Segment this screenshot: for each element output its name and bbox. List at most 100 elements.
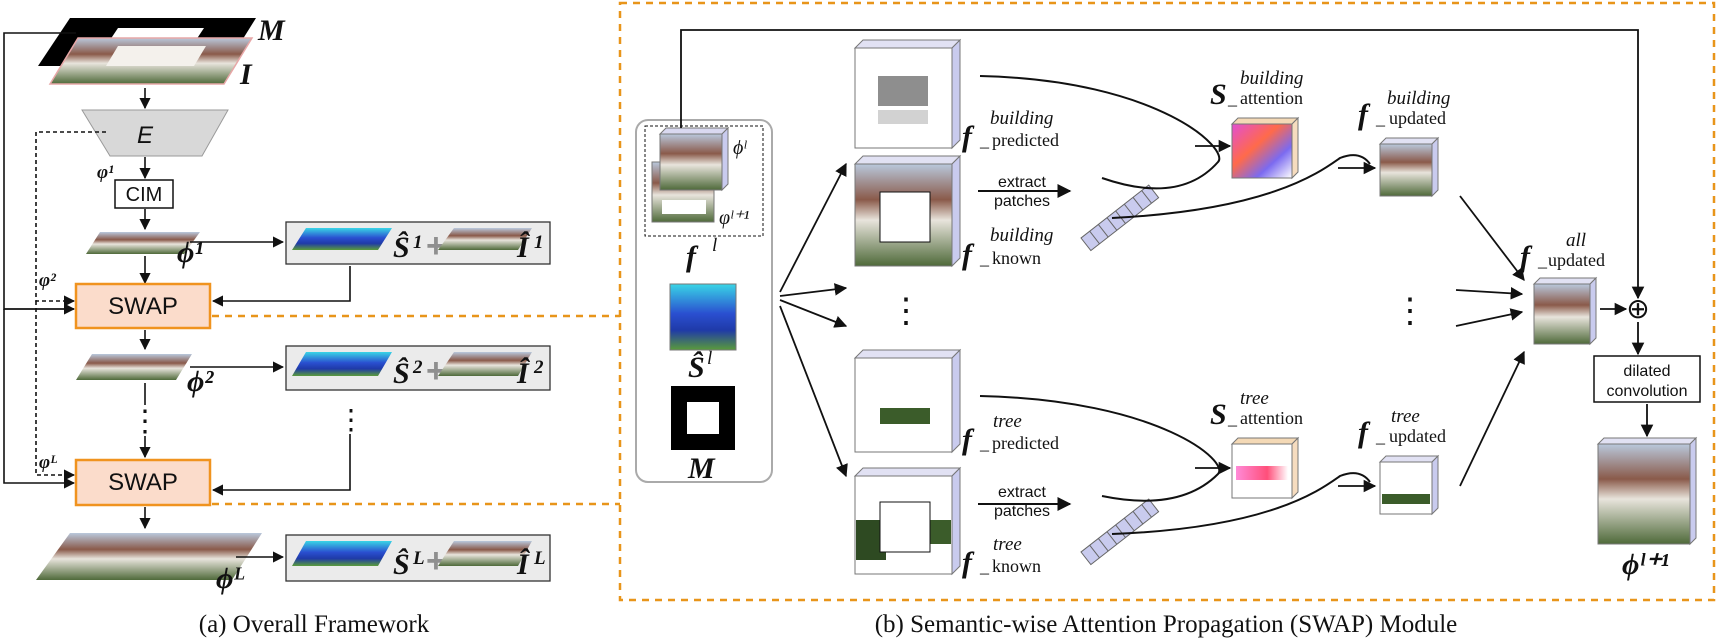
caption-left: (a) Overall Framework	[199, 611, 430, 638]
cim-label: CIM	[126, 184, 163, 206]
mask-label: M	[257, 14, 286, 47]
svg-text:_: _	[1375, 426, 1386, 446]
patches-label-1: patches	[994, 193, 1050, 210]
f-all-updated: f	[1520, 240, 1533, 273]
svg-text:1: 1	[534, 232, 544, 253]
tree-attention-cube	[1230, 436, 1300, 500]
phi-2-feature	[76, 354, 192, 380]
svg-text:2: 2	[412, 357, 423, 378]
arrow-mid2-to-all	[1455, 308, 1524, 327]
svg-text:_: _	[1227, 408, 1238, 428]
curve-tree-patches	[1111, 472, 1371, 535]
svg-text:_: _	[1537, 250, 1548, 270]
swap-L-label: SWAP	[108, 469, 178, 496]
svg-text:attention: attention	[1240, 408, 1303, 428]
svg-text:Ŝ: Ŝ	[393, 231, 410, 264]
s-building-attention: S	[1210, 78, 1227, 111]
dilated-conv-block	[1593, 355, 1701, 403]
s-hat-l-sup: l	[707, 348, 712, 369]
svg-text:_: _	[979, 556, 990, 576]
tree-known-cube	[853, 466, 962, 576]
phi-1-feature	[86, 232, 200, 254]
skip-line-swapL	[3, 309, 76, 489]
output-cube	[1596, 436, 1698, 546]
f-building-predicted: f	[962, 120, 975, 153]
svg-text:predicted: predicted	[992, 130, 1059, 150]
svg-text:updated: updated	[1389, 108, 1446, 128]
svg-text:_: _	[979, 248, 990, 268]
arrow-building-to-all	[1459, 195, 1525, 282]
f-tree-predicted: f	[962, 423, 975, 456]
svg-text:tree: tree	[993, 534, 1022, 555]
svg-text:_: _	[1227, 88, 1238, 108]
encoder-label: E	[137, 122, 154, 149]
curve-building-predicted	[979, 75, 1221, 190]
building-updated-cube	[1378, 136, 1440, 198]
svg-text:Ŝ: Ŝ	[393, 548, 410, 581]
skip-top-line	[680, 29, 1645, 300]
semantic-map	[669, 283, 737, 351]
svg-text:Ŝ: Ŝ	[393, 357, 410, 390]
svg-text:attention: attention	[1240, 88, 1303, 108]
svg-text:building: building	[1240, 68, 1303, 89]
varphi-1-label: φ¹	[97, 162, 114, 183]
dilated-label: dilated	[1623, 363, 1670, 380]
varphi-2-label: φ²	[39, 270, 57, 291]
vdots-mid-1: ⋮	[889, 293, 923, 330]
curve-building-patches	[1111, 154, 1371, 219]
phi-l-cube	[658, 126, 730, 192]
m-label: M	[687, 452, 716, 485]
overall-framework: M I E CIM φ¹ ϕ¹ Ŝ 1 + Î	[3, 14, 620, 595]
f-tree-updated: f	[1358, 416, 1371, 449]
svg-text:known: known	[992, 248, 1041, 268]
cim-block	[114, 179, 174, 209]
swap-block-L	[74, 458, 212, 507]
svg-text:1: 1	[413, 232, 423, 253]
svg-text:_: _	[979, 130, 990, 150]
dashed-line-varphiL	[35, 301, 76, 481]
caption-right: (b) Semantic-wise Attention Propagation …	[875, 611, 1458, 638]
convolution-label: convolution	[1607, 383, 1688, 400]
input-image	[48, 37, 254, 85]
svg-text:known: known	[992, 556, 1041, 576]
arrow-to-building-known	[779, 162, 847, 293]
svg-text:tree: tree	[1391, 406, 1420, 427]
varphi-l1-label: φˡ⁺¹	[719, 207, 749, 229]
f-tree-known: f	[962, 546, 975, 579]
svg-text:predicted: predicted	[992, 433, 1059, 453]
output-panel-L: Ŝ L + Î L	[285, 534, 551, 582]
svg-text:building: building	[990, 108, 1053, 129]
svg-text:updated: updated	[1548, 250, 1605, 270]
svg-text:all: all	[1566, 230, 1586, 251]
oplus-icon: ⊕	[1626, 294, 1649, 325]
vdots-left-main: ⋮	[130, 405, 160, 438]
svg-text:+: +	[426, 352, 446, 390]
svg-text:building: building	[990, 225, 1053, 246]
svg-text:Î: Î	[516, 548, 530, 581]
tree-predicted-cube	[853, 348, 962, 454]
arrow-to-dots-1	[779, 283, 848, 297]
svg-text:2: 2	[533, 357, 544, 378]
phi-2-label: ϕ²	[187, 365, 214, 398]
f-building-updated: f	[1358, 98, 1371, 131]
svg-text:tree: tree	[1240, 388, 1269, 409]
arrow-mid1-to-all	[1455, 287, 1524, 300]
phi-L-label: ϕᴸ	[216, 562, 244, 595]
svg-text:Î: Î	[516, 357, 530, 390]
arrow-panel1-to-swap1	[211, 266, 351, 307]
phi-L-feature	[36, 533, 262, 580]
svg-text:+: +	[426, 542, 446, 580]
all-updated-cube	[1532, 276, 1598, 346]
dashed-line-varphi2	[35, 131, 106, 307]
phi-1-label: ϕ¹	[177, 236, 203, 269]
arrow-panel2-to-swapL	[211, 434, 351, 496]
vdots-mid-2: ⋮	[1393, 293, 1427, 330]
svg-text:L: L	[533, 548, 546, 569]
output-panel-1: Ŝ 1 + Î 1	[285, 221, 551, 265]
building-attention-cube	[1230, 116, 1300, 180]
varphi-L-label: φᴸ	[39, 452, 57, 473]
encoder-block	[81, 109, 229, 157]
s-tree-attention: S	[1210, 398, 1227, 431]
svg-text:L: L	[412, 548, 425, 569]
